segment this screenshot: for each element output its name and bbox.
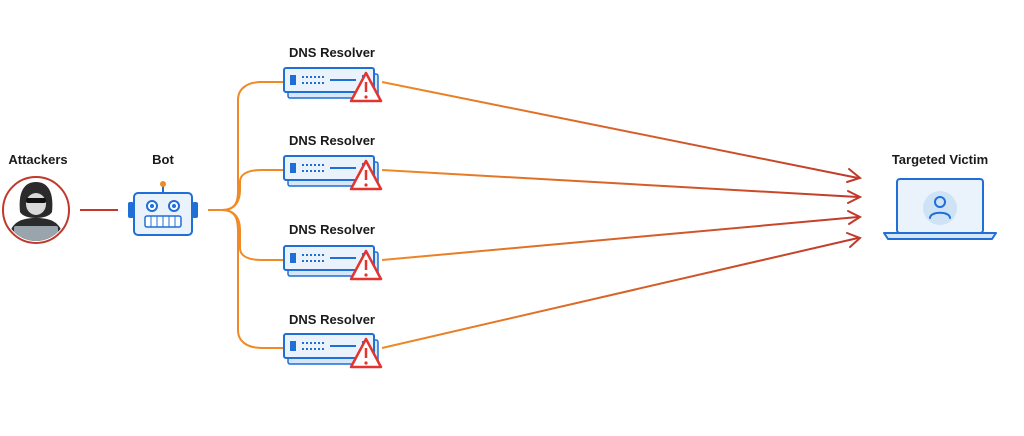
server-warning-icon-2 <box>283 155 383 191</box>
server-warning-icon-1 <box>283 67 383 103</box>
victim-label: Targeted Victim <box>891 152 989 167</box>
resolver-label-1: DNS Resolver <box>289 45 375 60</box>
attack-links <box>381 81 859 349</box>
robot-icon <box>128 181 198 236</box>
server-warning-icon-4 <box>283 333 383 369</box>
laptop-user-icon <box>883 178 997 240</box>
attackers-label: Attackers <box>8 152 68 167</box>
hooded-hacker-icon <box>2 176 70 244</box>
bot-label: Bot <box>152 152 174 167</box>
resolver-label-2: DNS Resolver <box>289 133 375 148</box>
resolver-label-3: DNS Resolver <box>289 222 375 237</box>
bot-resolver-links <box>208 81 284 349</box>
arrowheads <box>846 168 863 248</box>
resolver-label-4: DNS Resolver <box>289 312 375 327</box>
server-warning-icon-3 <box>283 245 383 281</box>
